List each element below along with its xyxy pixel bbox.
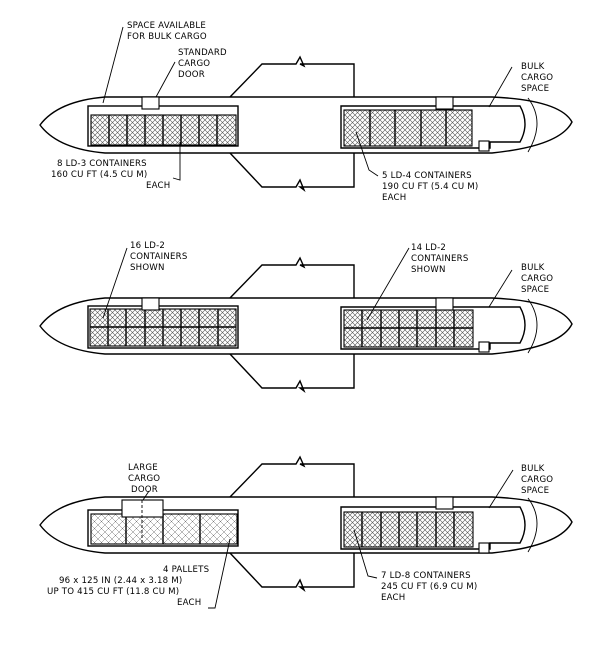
bulk-cargo-door: [478, 341, 490, 353]
label-large-door-1: LARGE: [128, 463, 158, 473]
aft-cargo-door: [435, 496, 454, 510]
label-space-available-1: SPACE AVAILABLE: [127, 21, 206, 31]
label-bulk-2-3: SPACE: [521, 285, 549, 295]
leader-bulk-cargo-2: [488, 269, 513, 308]
aft-cargo-door: [435, 96, 454, 110]
label-ld3-2: 160 CU FT (4.5 CU M): [51, 170, 147, 180]
bulk-cargo-door: [478, 140, 490, 152]
label-large-door-2: CARGO: [128, 474, 160, 484]
label-bulk-3-3: SPACE: [521, 486, 549, 496]
ld3-dividers: [108, 115, 218, 145]
label-pallets-1: 4 PALLETS: [163, 565, 209, 575]
label-ld8-3: EACH: [381, 593, 405, 603]
leader-16-ld2: [102, 247, 128, 319]
ld8-dividers: [361, 512, 455, 547]
panel-3-pallets-ld8: LARGE CARGO DOOR 4 PALLETS 96 x 125 IN (…: [39, 455, 573, 609]
label-large-door-3: DOOR: [131, 485, 158, 495]
label-ld3-1: 8 LD-3 CONTAINERS: [57, 159, 147, 169]
leader-bulk-cargo-1: [488, 66, 513, 108]
wing-lower: [229, 552, 355, 593]
label-space-available-2: FOR BULK CARGO: [127, 32, 207, 42]
leader-bulk-space: [102, 26, 124, 104]
label-ld8-1: 7 LD-8 CONTAINERS: [381, 571, 471, 581]
wing-lower: [229, 353, 355, 394]
leader-standard-door: [155, 61, 176, 98]
leader-pallets: [208, 538, 231, 609]
ld2-forward-dividers: [90, 309, 236, 346]
label-16ld2-1: 16 LD-2: [130, 241, 165, 251]
nose-detail: [527, 298, 538, 354]
label-pallets-2: 96 x 125 IN (2.44 x 3.18 M): [59, 576, 182, 586]
label-ld8-2: 245 CU FT (6.9 CU M): [381, 582, 477, 592]
label-16ld2-3: SHOWN: [130, 263, 165, 273]
forward-compartment: [87, 105, 239, 147]
label-ld4-1: 5 LD-4 CONTAINERS: [382, 171, 472, 181]
label-ld4-3: EACH: [382, 193, 406, 203]
leader-ld8: [353, 529, 378, 579]
aft-compartment: [340, 506, 526, 550]
aft-compartment: [340, 306, 526, 350]
label-bulk-1-2: CARGO: [521, 73, 553, 83]
aft-compartment: [340, 105, 526, 149]
label-bulk-3-1: BULK: [521, 464, 545, 474]
forward-compartment: [87, 305, 239, 349]
nose-detail: [527, 97, 538, 153]
standard-cargo-door: [141, 297, 160, 311]
label-standard-door-2: CARGO: [178, 59, 210, 69]
wing-upper: [229, 455, 355, 498]
fuselage-outline: [39, 496, 573, 554]
bulk-cargo-door: [478, 542, 490, 554]
ld2-aft-dividers: [344, 310, 473, 347]
wing-lower: [229, 152, 355, 193]
label-standard-door-1: STANDARD: [178, 48, 227, 58]
label-bulk-1-1: BULK: [521, 62, 545, 72]
label-14ld2-1: 14 LD-2: [411, 243, 446, 253]
ld8-container-row: [343, 511, 474, 548]
label-bulk-3-2: CARGO: [521, 475, 553, 485]
leader-large-door: [142, 490, 150, 501]
panel-1-ld3-ld4: SPACE AVAILABLE FOR BULK CARGO STANDARD …: [39, 21, 573, 203]
standard-cargo-door: [141, 96, 160, 110]
label-pallets-4: EACH: [177, 598, 201, 608]
label-bulk-2-2: CARGO: [521, 274, 553, 284]
fuselage-outline: [39, 297, 573, 355]
wing-upper: [229, 256, 355, 299]
leader-ld4: [355, 131, 379, 177]
aft-cargo-door: [435, 297, 454, 311]
label-bulk-2-1: BULK: [521, 263, 545, 273]
label-14ld2-3: SHOWN: [411, 265, 446, 275]
leader-bulk-cargo-3: [488, 469, 514, 509]
large-cargo-door: [121, 499, 164, 518]
pallet-row: [90, 513, 238, 545]
pallet-dividers: [125, 514, 201, 544]
label-standard-door-3: DOOR: [178, 70, 205, 80]
wing-upper: [229, 55, 355, 98]
panel-2-ld2: 16 LD-2 CONTAINERS SHOWN 14 LD-2 CONTAIN…: [39, 241, 573, 394]
label-14ld2-2: CONTAINERS: [411, 254, 468, 264]
label-pallets-3: UP TO 415 CU FT (11.8 CU M): [47, 587, 179, 597]
label-bulk-1-3: SPACE: [521, 84, 549, 94]
ld4-dividers: [369, 110, 447, 146]
label-ld4-2: 190 CU FT (5.4 CU M): [382, 182, 478, 192]
label-16ld2-2: CONTAINERS: [130, 252, 187, 262]
nose-detail: [527, 497, 538, 553]
label-ld3-3: EACH: [146, 181, 170, 191]
ld4-container-row: [343, 109, 473, 147]
leader-ld3: [172, 142, 181, 181]
leader-14-ld2: [366, 247, 410, 321]
fuselage-outline: [39, 96, 573, 154]
